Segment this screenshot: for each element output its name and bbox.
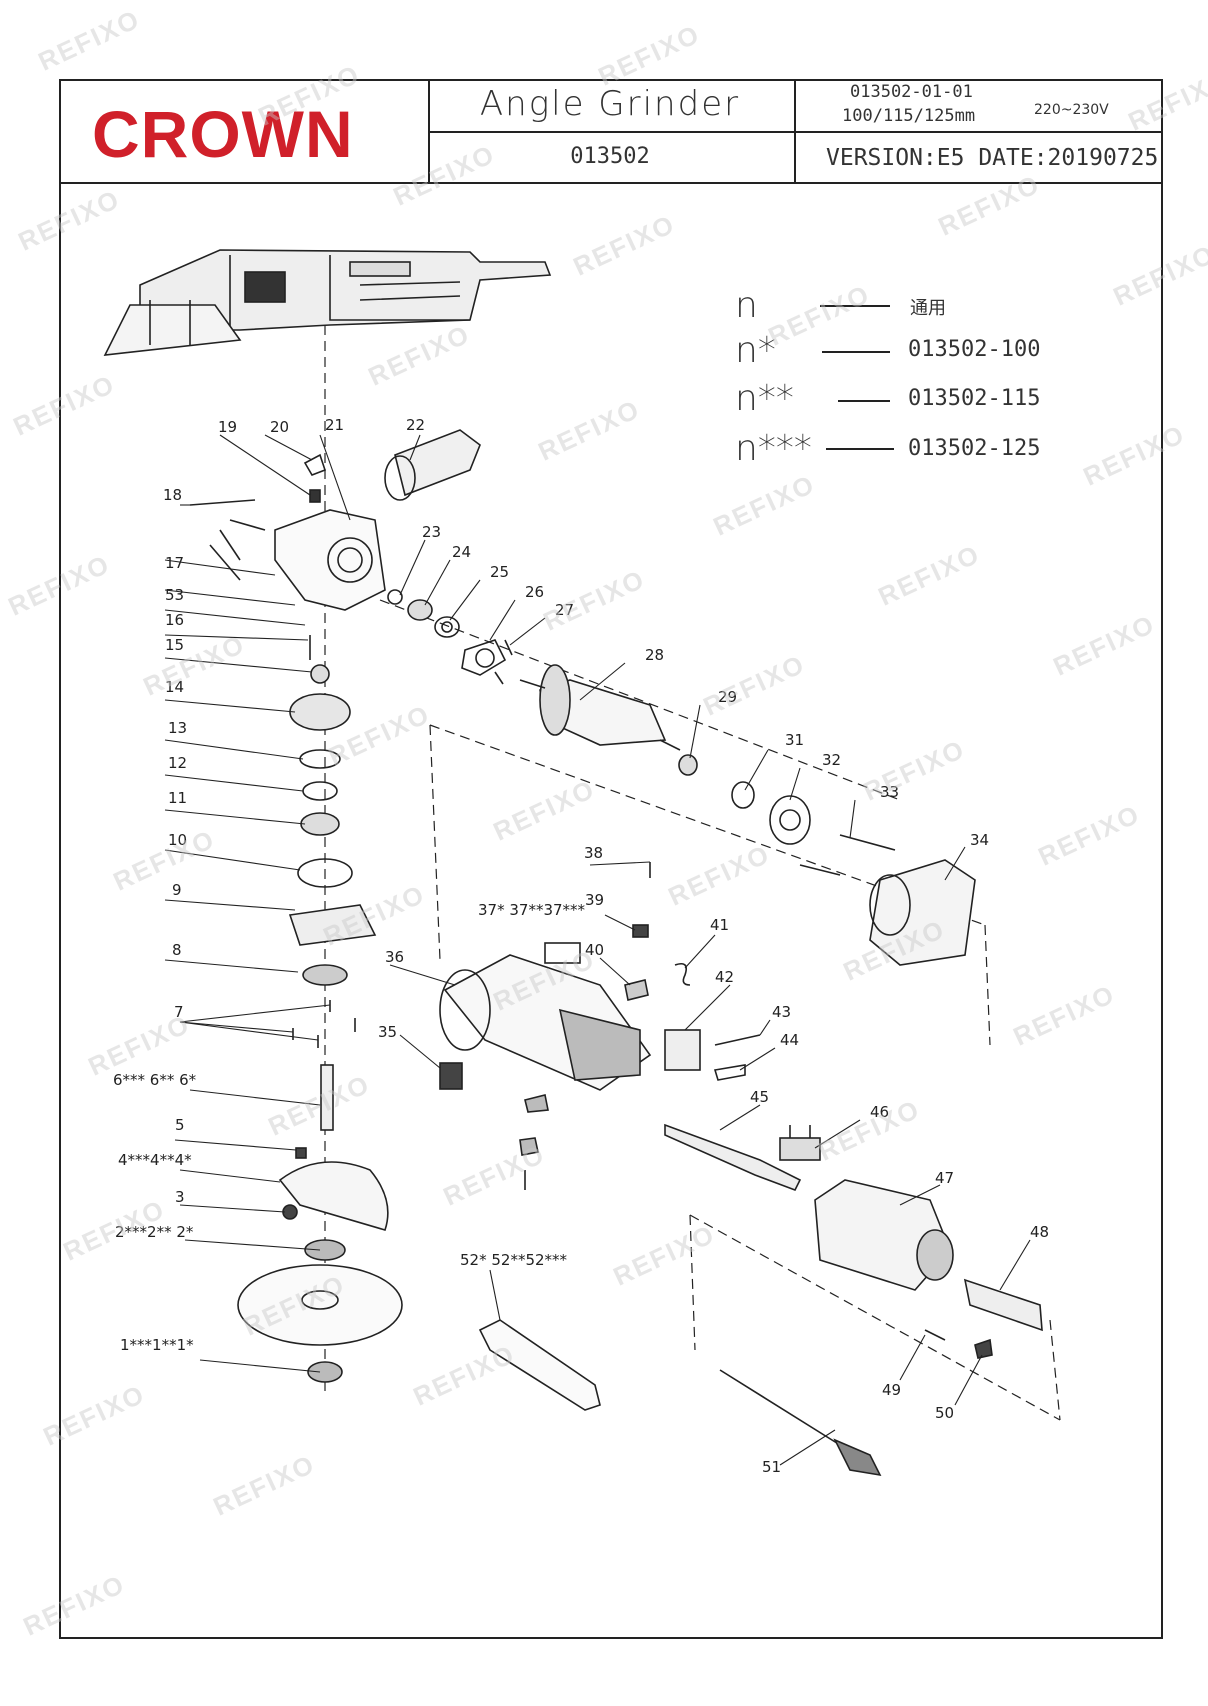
part-label-39: 39 (585, 891, 604, 909)
voltage: 220~230V (1034, 102, 1109, 118)
part-label-15: 15 (165, 636, 184, 654)
part-label-32: 32 (822, 751, 841, 769)
part-label-35: 35 (378, 1023, 397, 1041)
part-label-17: 17 (165, 554, 184, 572)
part-label-27: 27 (555, 601, 574, 619)
part-label-48: 48 (1030, 1223, 1049, 1241)
part-label-37: 37* 37**37*** (478, 901, 586, 919)
part-label-2: 2***2** 2* (115, 1223, 194, 1241)
part-label-44: 44 (780, 1031, 799, 1049)
product-title: Angle Grinder (479, 84, 741, 124)
header-hline (428, 131, 1163, 133)
part-label-21: 21 (325, 416, 344, 434)
legend-line-3 (826, 448, 894, 450)
part-label-36: 36 (385, 948, 404, 966)
part-label-19: 19 (218, 418, 237, 436)
legend-symbol-3: n*** (735, 428, 812, 469)
legend-value-0: 通用 (910, 298, 946, 319)
part-label-49: 49 (882, 1381, 901, 1399)
part-label-41: 41 (710, 916, 729, 934)
part-label-23: 23 (422, 523, 441, 541)
header-divider (59, 182, 1163, 184)
part-label-24: 24 (452, 543, 471, 561)
part-label-45: 45 (750, 1088, 769, 1106)
legend-line-0 (820, 305, 890, 307)
part-label-13: 13 (168, 719, 187, 737)
part-label-29: 29 (718, 688, 737, 706)
part-label-51: 51 (762, 1458, 781, 1476)
part-label-22: 22 (406, 416, 425, 434)
part-label-7: 7 (174, 1003, 184, 1021)
drawing-frame (59, 79, 1163, 1639)
part-label-25: 25 (490, 563, 509, 581)
legend-value-3: 013502-125 (908, 436, 1041, 461)
part-label-34: 34 (970, 831, 989, 849)
part-label-6: 6*** 6** 6* (113, 1071, 197, 1089)
drawing-code: 013502-01-01 (850, 82, 973, 102)
brand-logo: CROWN (92, 97, 354, 171)
legend-symbol-0: n (735, 285, 758, 326)
legend-value-2: 013502-115 (908, 386, 1041, 411)
part-label-9: 9 (172, 881, 182, 899)
part-label-43: 43 (772, 1003, 791, 1021)
part-label-3: 3 (175, 1188, 185, 1206)
part-label-47: 47 (935, 1169, 954, 1187)
part-label-18: 18 (163, 486, 182, 504)
legend-line-2 (838, 400, 890, 402)
part-label-10: 10 (168, 831, 187, 849)
part-label-16: 16 (165, 611, 184, 629)
part-label-12: 12 (168, 754, 187, 772)
part-label-20: 20 (270, 418, 289, 436)
part-label-38: 38 (584, 844, 603, 862)
legend-symbol-2: n** (735, 378, 794, 419)
legend-value-1: 013502-100 (908, 337, 1041, 362)
part-label-14: 14 (165, 678, 184, 696)
part-label-5: 5 (175, 1116, 185, 1134)
part-label-11: 11 (168, 789, 187, 807)
part-label-40: 40 (585, 941, 604, 959)
disc-sizes: 100/115/125mm (842, 106, 976, 126)
legend-symbol-1: n* (735, 330, 776, 371)
version-date: VERSION:E5 DATE:20190725 (826, 145, 1159, 171)
part-label-33: 33 (880, 783, 899, 801)
part-label-42: 42 (715, 968, 734, 986)
part-label-28: 28 (645, 646, 664, 664)
part-label-8: 8 (172, 941, 182, 959)
part-label-50: 50 (935, 1404, 954, 1422)
part-label-53: 53 (165, 586, 184, 604)
part-label-1: 1***1**1* (120, 1336, 194, 1354)
part-label-52: 52* 52**52*** (460, 1251, 568, 1269)
part-label-26: 26 (525, 583, 544, 601)
model-number: 013502 (570, 144, 650, 169)
part-label-4: 4***4**4* (118, 1151, 192, 1169)
assembled-grinder-illustration (103, 249, 552, 356)
part-label-46: 46 (870, 1103, 889, 1121)
legend-line-1 (822, 351, 890, 353)
part-label-31: 31 (785, 731, 804, 749)
